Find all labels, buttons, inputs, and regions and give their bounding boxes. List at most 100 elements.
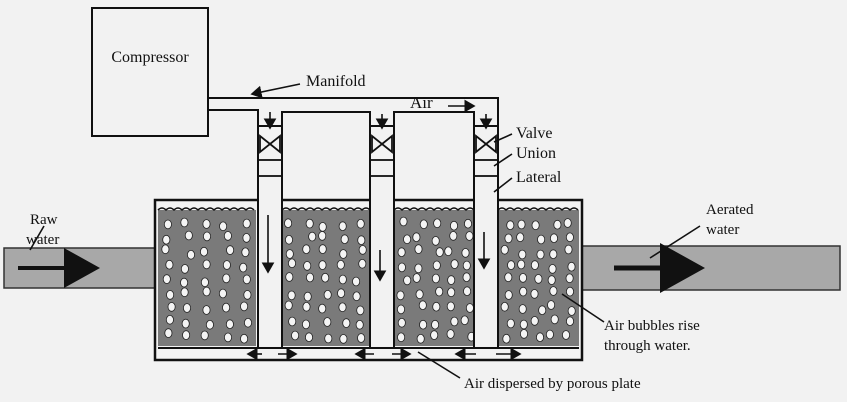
air-bubble [416, 333, 425, 344]
air-bubble [461, 248, 470, 258]
air-bubble [222, 260, 231, 270]
air-bubble [520, 329, 529, 339]
air-bubble [202, 231, 211, 242]
air-bubble [202, 219, 211, 229]
air-bubble [200, 330, 209, 341]
porous-plate-label: Air dispersed by porous plate [464, 376, 641, 392]
air-bubble [463, 286, 472, 297]
air-bubble [553, 219, 562, 230]
air-bubble [242, 233, 251, 243]
air-bubble [549, 249, 558, 260]
air-bubble [161, 244, 170, 255]
air-bubble [399, 216, 408, 227]
air-bubble [303, 261, 312, 271]
air-bubble [241, 247, 250, 258]
air-bubble [519, 319, 528, 330]
air-bubble [243, 290, 252, 300]
air-bubble [305, 218, 314, 229]
manifold-label: Manifold [306, 73, 366, 90]
air-bubble [403, 234, 412, 245]
air-bubble [200, 277, 209, 288]
air-bubble [284, 300, 293, 311]
air-bubble [412, 273, 421, 283]
air-bubble [419, 319, 428, 330]
air-bubble [397, 317, 406, 328]
air-bubble [432, 301, 441, 312]
air-bubble [318, 244, 327, 254]
bubbles-label-line1: Air bubbles rise [604, 318, 700, 334]
air-bubble [562, 330, 571, 340]
air-bubble [284, 218, 293, 229]
air-bubble [431, 273, 440, 284]
air-bubble [536, 332, 545, 343]
air-bubble [538, 305, 547, 316]
air-bubble [548, 264, 557, 274]
air-bubble [449, 220, 458, 231]
air-bubble [460, 315, 469, 326]
air-bubble [530, 289, 539, 299]
air-bubble [336, 259, 345, 270]
air-flow-arrows [29, 83, 701, 379]
air-bubble [288, 316, 297, 327]
air-bubble [418, 300, 427, 311]
air-bubble [430, 330, 439, 340]
air-bubble [352, 291, 361, 302]
air-bubble [303, 291, 312, 302]
air-bubble [567, 306, 576, 316]
air-bubble [337, 288, 346, 299]
air-bubble [415, 289, 424, 300]
air-bubble [519, 286, 528, 297]
air-bubble [563, 218, 572, 228]
air-bubble [355, 319, 364, 330]
air-bubble [550, 233, 559, 244]
aerated-water-label-line2: water [706, 222, 739, 238]
air-bubble [219, 221, 228, 232]
lateral-label: Lateral [516, 169, 562, 186]
raw-water-label-line1: Raw [30, 212, 58, 228]
air-bubble [500, 301, 509, 312]
air-bubble [165, 259, 174, 270]
air-bubble [338, 302, 347, 313]
air-bubbles [161, 216, 576, 344]
air-bubble [308, 231, 317, 242]
air-bubble [164, 328, 173, 338]
air-bubble [342, 318, 351, 328]
air-bubble [242, 274, 251, 285]
air-bubble [449, 231, 458, 241]
air-bubble [550, 314, 559, 325]
bubbles-label-line2: through water. [604, 338, 691, 354]
air-bubble [444, 246, 453, 257]
air-bubble [530, 260, 539, 270]
air-bubble [506, 318, 515, 329]
air-bubble [182, 303, 191, 313]
air-bubble [162, 274, 171, 284]
air-bubble [222, 302, 231, 313]
air-label: Air [410, 93, 433, 112]
air-bubble [502, 333, 511, 344]
air-bubble [339, 249, 348, 259]
air-bubble [447, 275, 456, 285]
air-bubble [566, 316, 575, 327]
air-bubble [218, 288, 227, 299]
air-bubble [339, 334, 348, 344]
raw-water-label-line2: water [26, 232, 59, 248]
air-bubble [536, 249, 545, 260]
air-bubble [518, 249, 527, 260]
air-bubble [318, 231, 327, 241]
air-bubble [291, 330, 300, 341]
air-bubble [547, 275, 556, 285]
air-bubble [537, 234, 546, 245]
air-bubble [397, 262, 406, 273]
air-bubble [202, 286, 211, 297]
air-bubble [318, 222, 327, 232]
air-bubble [504, 233, 513, 244]
air-bubble [396, 290, 405, 301]
air-bubble [465, 231, 474, 241]
air-bubble [564, 244, 573, 255]
air-bubble [356, 219, 365, 229]
air-bubble [358, 245, 367, 255]
air-bubble [285, 272, 294, 282]
air-bubble [567, 261, 576, 272]
air-bubble [302, 301, 311, 312]
